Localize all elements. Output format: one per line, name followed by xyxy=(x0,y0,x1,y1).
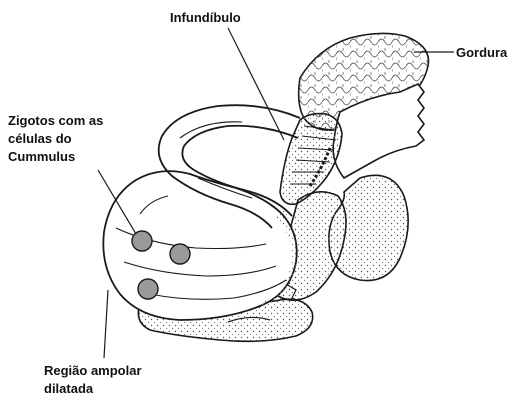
label-infundibulo-text: Infundíbulo xyxy=(170,10,241,25)
label-regiao-line: dilatada xyxy=(44,380,142,398)
label-regiao: Região ampolar dilatada xyxy=(44,362,142,398)
label-zigotos-line: Cummulus xyxy=(8,148,103,166)
label-regiao-line: Região ampolar xyxy=(44,362,142,380)
zygote xyxy=(170,244,190,264)
leader-infundibulo xyxy=(228,28,284,140)
zygote xyxy=(138,279,158,299)
label-gordura-text: Gordura xyxy=(456,45,507,60)
label-zigotos-line: células do xyxy=(8,130,103,148)
zygote xyxy=(132,231,152,251)
infundibulum xyxy=(280,114,342,205)
label-zigotos-line: Zigotos com as xyxy=(8,112,103,130)
label-gordura: Gordura xyxy=(456,44,507,62)
label-zigotos: Zigotos com as células do Cummulus xyxy=(8,112,103,166)
leader-regiao xyxy=(104,290,108,358)
ampulla xyxy=(96,102,300,320)
label-infundibulo: Infundíbulo xyxy=(170,9,241,27)
